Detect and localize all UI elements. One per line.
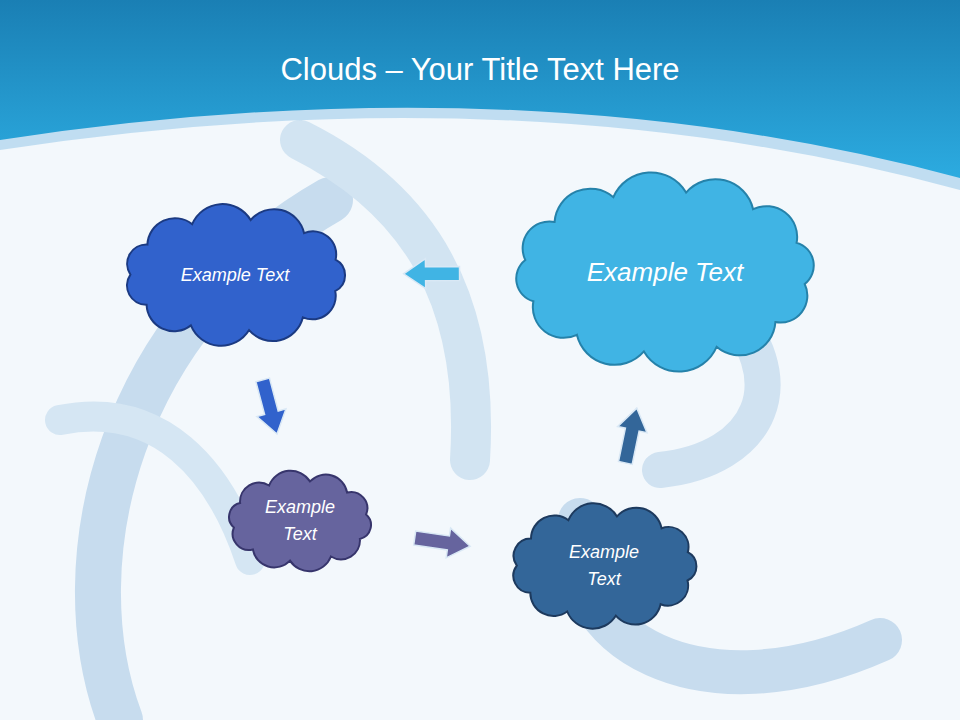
cloud-label: Example Text [250, 494, 350, 548]
arrow-shape [404, 259, 460, 289]
cloud-label: Example Text [181, 262, 289, 289]
block-arrow [404, 259, 460, 289]
arrow-shape [256, 378, 286, 434]
block-arrow [414, 528, 470, 558]
arrow-shape [618, 408, 647, 464]
cloud-shape: Example Text [217, 465, 383, 577]
block-arrow [256, 378, 286, 434]
cloud-shape: Example Text [110, 199, 360, 351]
faint-arrows [60, 140, 880, 720]
block-arrow [618, 408, 647, 464]
arrow-shape [414, 528, 470, 558]
cloud-shape: Example Text [499, 167, 831, 377]
cloud-shape: Example Text [499, 498, 709, 634]
cloud-outline [499, 498, 709, 634]
cloud-label: Example Text [587, 253, 744, 292]
cloud-outline [217, 465, 383, 577]
cloud-label: Example Text [554, 539, 654, 593]
header-band [0, 0, 960, 178]
slide-title: Clouds – Your Title Text Here [0, 52, 960, 88]
